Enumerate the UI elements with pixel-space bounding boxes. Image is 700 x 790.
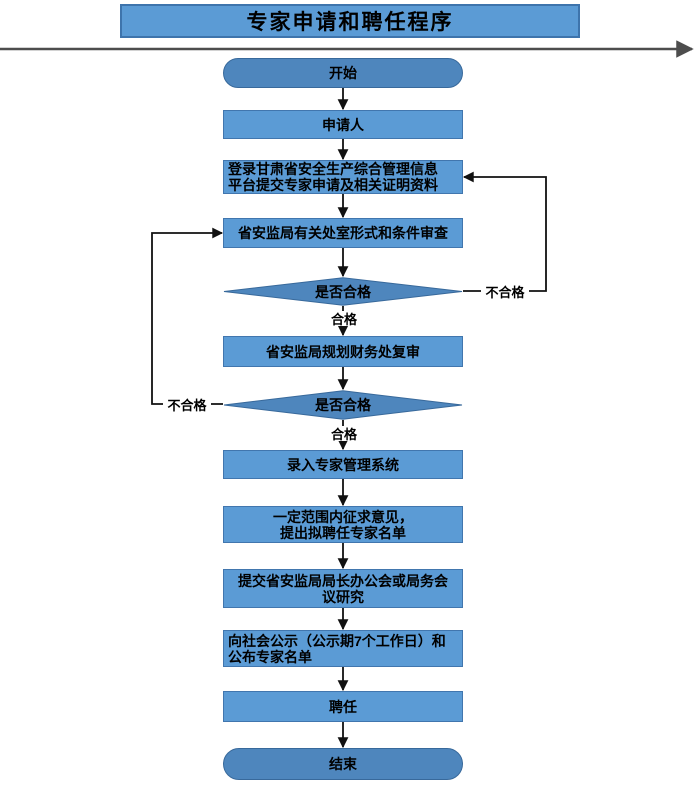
node-enter-system: 录入专家管理系统: [223, 450, 463, 479]
diamond-shape-1: [223, 277, 463, 306]
edge-label-pass-1: 合格: [328, 311, 360, 327]
node-start: 开始: [223, 58, 463, 88]
flow-title: 专家申请和聘任程序: [120, 4, 580, 38]
decision-2-label: 是否合格: [315, 397, 371, 413]
connector-fail2-loop: [151, 227, 224, 405]
diamond-shape-2: [223, 390, 463, 420]
decision-qualified-1: 是否合格: [223, 277, 463, 306]
edge-label-pass-2: 合格: [328, 426, 360, 442]
node-format-review: 省安监局有关处室形式和条件审查: [223, 218, 463, 248]
node-login-platform: 登录甘肃省安全生产综合管理信息 平台提交专家申请及相关证明资料: [223, 160, 463, 194]
node-applicant: 申请人: [223, 110, 463, 139]
decision-1-label: 是否合格: [315, 283, 371, 300]
edge-label-fail-2: 不合格: [163, 396, 211, 413]
edge-label-fail-1: 不合格: [481, 283, 529, 300]
connector-fail1-loop: [462, 171, 547, 292]
node-public-notice: 向社会公示（公示期7个工作日）和 公布专家名单: [223, 630, 463, 667]
node-appoint: 聘任: [223, 691, 463, 722]
node-submit-meeting: 提交省安监局局长办公会或局务会 议研究: [223, 569, 463, 608]
decision-qualified-2: 是否合格: [223, 390, 463, 420]
node-finance-review: 省安监局规划财务处复审: [223, 336, 463, 367]
node-end: 结束: [223, 748, 463, 780]
node-solicit-opinions: 一定范围内征求意见， 提出拟聘任专家名单: [223, 506, 463, 543]
